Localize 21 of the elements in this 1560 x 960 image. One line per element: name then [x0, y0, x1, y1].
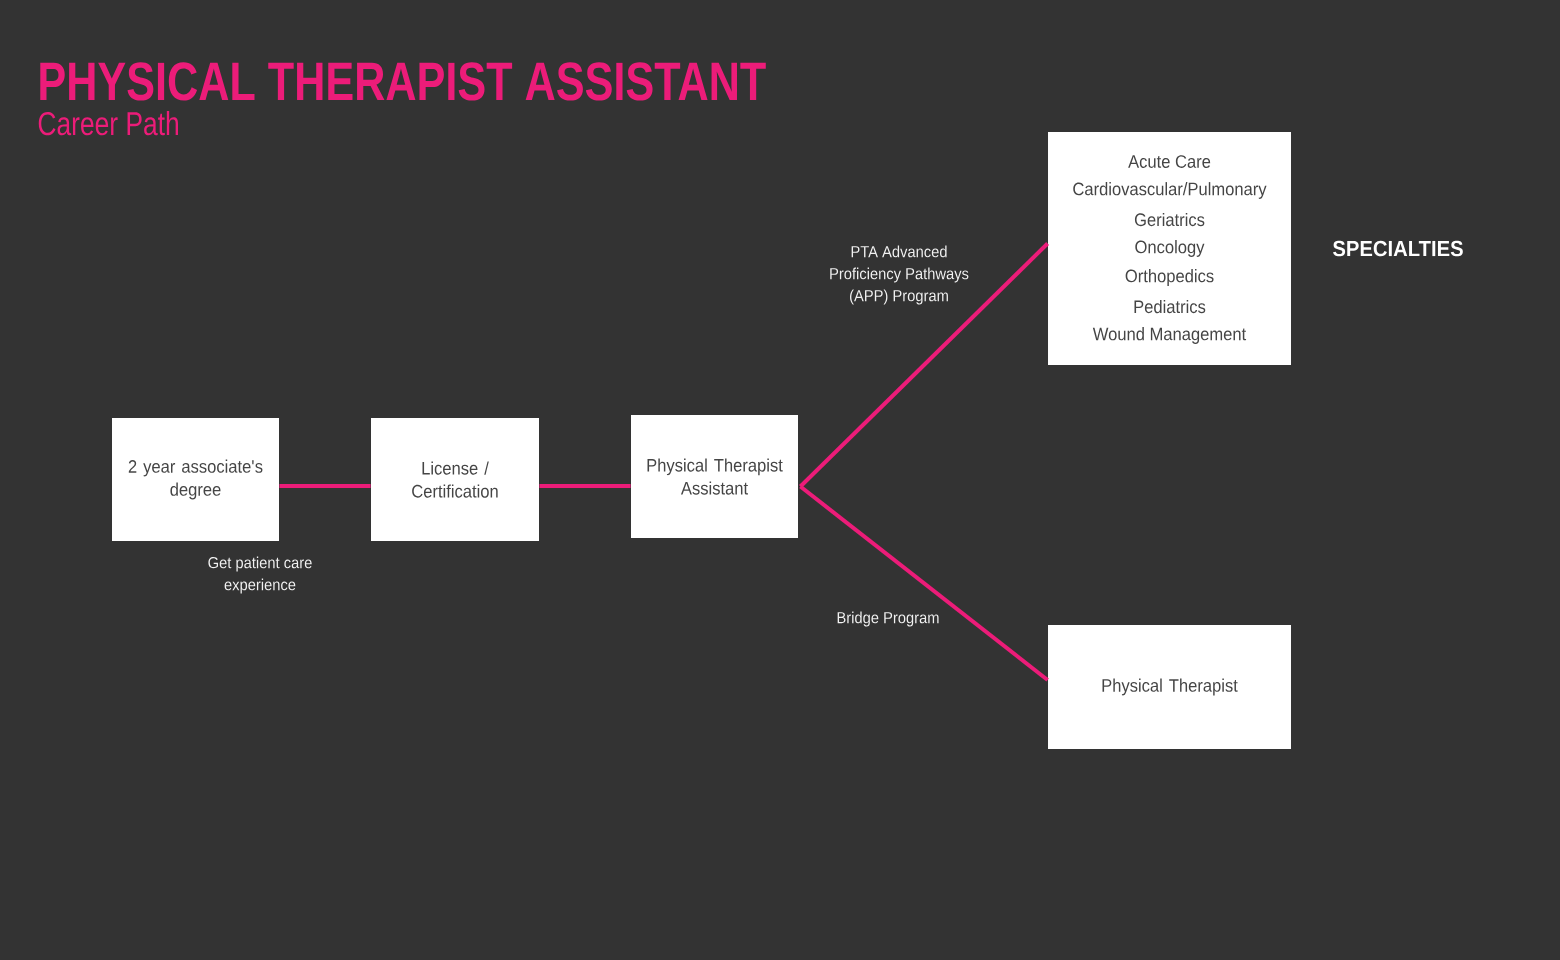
list-item: Acute Care: [1128, 155, 1211, 168]
connector-line: [539, 484, 631, 488]
process-box: Physical Therapist Assistant: [631, 415, 798, 538]
list-item: Wound Management: [1092, 327, 1247, 344]
connector-line: [279, 484, 371, 488]
connector-line: [799, 242, 1049, 488]
process-box: 2 year associate's degree: [112, 418, 279, 541]
process-box: Physical Therapist: [1048, 625, 1291, 749]
list-item: Oncology: [1135, 240, 1205, 257]
side-heading: SPECIALTIES: [1333, 240, 1463, 257]
title: PHYSICAL THERAPIST ASSISTANT: [40, 62, 766, 101]
subtitle: Career Path: [38, 111, 178, 136]
list-item: Orthopedics: [1125, 269, 1214, 286]
list-item: Cardiovascular/Pulmonary: [1073, 182, 1267, 199]
list-item: Pediatrics: [1134, 299, 1206, 314]
edge-label: Bridge Program: [837, 611, 939, 627]
edge-label: PTA Advanced Proficiency Pathways (APP) Program: [830, 245, 969, 305]
edge-label: Get patient care experience: [208, 556, 312, 594]
process-box: License / Certification: [371, 418, 539, 541]
list-item: Geriatrics: [1134, 212, 1205, 227]
connector-line: [799, 484, 1049, 682]
